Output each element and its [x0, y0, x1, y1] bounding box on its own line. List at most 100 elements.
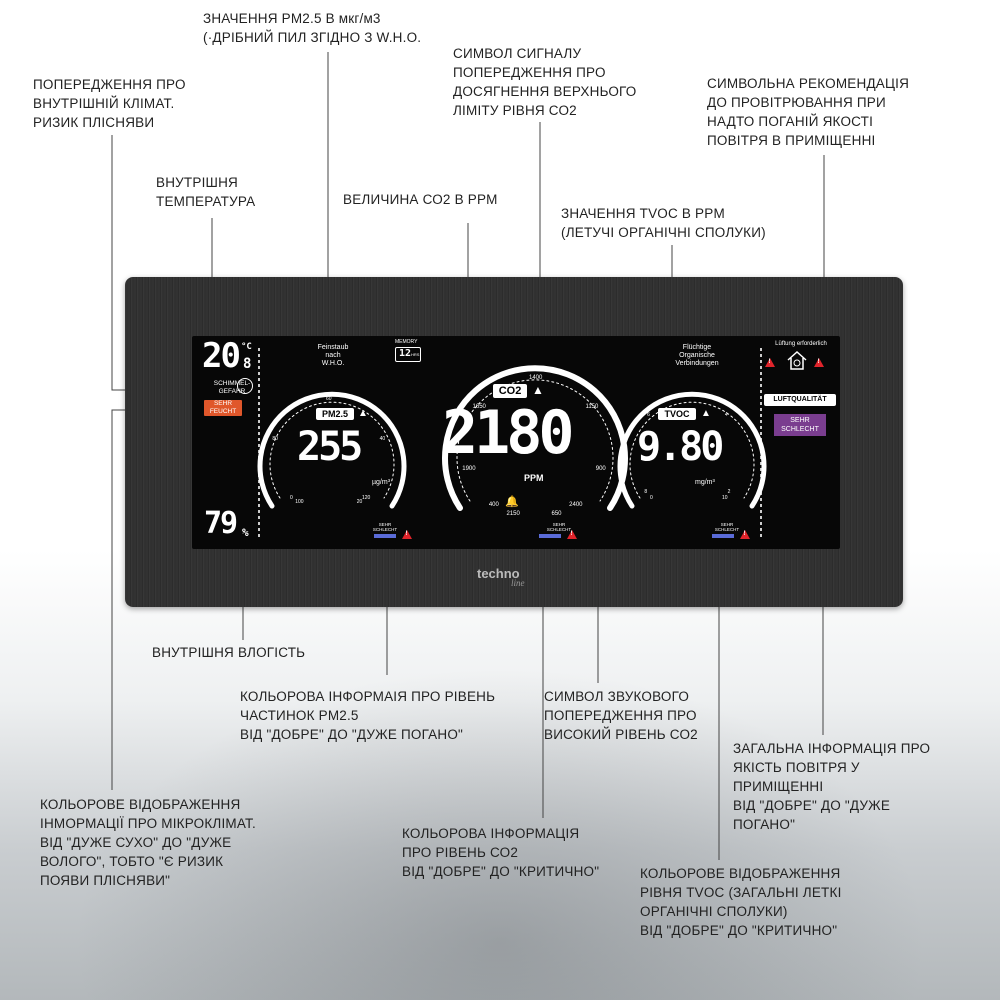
annotation-line: КОЛЬОРОВЕ ВІДОБРАЖЕННЯ: [640, 866, 841, 881]
co2-label: CO2: [493, 384, 527, 398]
humidity-status-badge: SEHR FEUCHT: [204, 400, 242, 416]
memory-value: 12: [399, 348, 412, 359]
dot-segment: [258, 372, 260, 375]
annotation-line: ПРИМІЩЕННІ: [733, 779, 824, 794]
temperature-decimal: 8: [243, 356, 252, 372]
co2-scale-label: 400: [488, 502, 499, 509]
co2-scale-label: 1900: [462, 466, 476, 473]
dot-segment: [760, 360, 762, 363]
dot-segment: [258, 390, 260, 393]
annotation-sound-alarm: СИМВОЛ ЗВУКОВОГО ПОПЕРЕДЖЕННЯ ПРО ВИСОКИ…: [544, 687, 698, 744]
pm25-color-bar: [374, 534, 396, 538]
dot-segment: [760, 348, 762, 351]
annotation-microclimate: КОЛЬОРОВЕ ВІДОБРАЖЕННЯ ІНМОРМАЦІЇ ПРО МІ…: [40, 795, 256, 890]
dot-segment: [760, 462, 762, 465]
ventilation-label: Lüftung erforderlich: [775, 341, 827, 347]
co2-gauge-arc: [442, 365, 628, 511]
dot-segment: [258, 522, 260, 525]
pm25-title-line: Feinstaub: [317, 344, 349, 351]
mold-icon: [237, 378, 253, 394]
annotation-line: ВОЛОГО", ТОБТО "Є РИЗИК: [40, 854, 224, 869]
annotation-line: КОЛЬОРОВА ІНФОРМАЦІЯ: [402, 826, 580, 841]
co2-scale-label: 1400: [529, 375, 543, 381]
dot-segment: [760, 420, 762, 423]
co2-status-bottom: SCHLECHT: [546, 527, 572, 532]
dot-segment: [760, 366, 762, 369]
tvoc-title: Flüchtige Organische Verbindungen: [662, 344, 732, 368]
dot-segment: [258, 384, 260, 387]
annotation-line: ПОПЕРЕДЖЕННЯ ПРО: [544, 708, 697, 723]
humidity-status-top: SEHR: [213, 400, 233, 407]
annotation-tvoc-color: КОЛЬОРОВЕ ВІДОБРАЖЕННЯ РІВНЯ TVOC (ЗАГАЛ…: [640, 864, 842, 940]
annotation-line: ЛІМІТУ РІВНЯ СО2: [453, 103, 577, 118]
tvoc-label: TVOC: [658, 408, 696, 420]
dot-segment: [760, 372, 762, 375]
tvoc-title-line: Verbindungen: [675, 360, 719, 367]
air-quality-status-bottom: SCHLECHT: [781, 426, 819, 433]
air-quality-status-badge: SEHR SCHLECHT: [774, 414, 826, 436]
dot-segment: [760, 402, 762, 405]
air-quality-status-top: SEHR: [790, 417, 810, 424]
pm25-status-top: SEHR: [378, 522, 392, 527]
annotation-line: ОРГАНІЧНІ СПОЛУКИ): [640, 904, 788, 919]
dot-segment: [258, 438, 260, 441]
annotation-line: ПОЯВИ ПЛІСНЯВИ": [40, 873, 171, 888]
annotation-line: СИМВОЛЬНА РЕКОМЕНДАЦІЯ: [707, 76, 910, 91]
co2-status: SEHR SCHLECHT: [544, 522, 574, 532]
tvoc-title-line: Organische: [679, 352, 715, 359]
dot-segment: [258, 492, 260, 495]
tvoc-title-line: Flüchtige: [682, 344, 712, 351]
annotation-line: ЗНАЧЕННЯ PM2.5 В мкг/м3: [203, 11, 381, 26]
pm25-title: Feinstaub nach W.H.O.: [308, 344, 358, 368]
memory-label: MEMORY: [395, 339, 418, 345]
dot-segment: [258, 420, 260, 423]
dot-segment: [760, 354, 762, 357]
co2-scale-label: 900: [595, 466, 606, 473]
annotation-line: ВНУТРІШНІЙ КЛІМАТ.: [33, 96, 175, 111]
pm25-gauge-inner: [269, 401, 395, 499]
dot-segment: [760, 468, 762, 471]
dotted-bars: [257, 348, 767, 537]
pm25-status: SEHR SCHLECHT: [370, 522, 400, 532]
tvoc-status-top: SEHR: [720, 522, 734, 527]
brand-logo-sub: line: [511, 578, 525, 588]
dot-segment: [258, 408, 260, 411]
dot-segment: [760, 408, 762, 411]
annotation-line: ДО ПРОВІТРЮВАННЯ ПРИ: [707, 95, 886, 110]
annotation-line: ПОПЕРЕДЖЕННЯ ПРО: [33, 77, 186, 92]
annotation-co2-limit: СИМВОЛ СИГНАЛУ ПОПЕРЕДЖЕННЯ ПРО ДОСЯГНЕН…: [453, 44, 636, 120]
co2-value: 2180: [442, 398, 574, 468]
annotation-line: СИМВОЛ СИГНАЛУ: [453, 46, 582, 61]
air-quality-monitor: 20 °C 8 SCHIMMEL- GEFAHR SEHR FEUCHT 79 …: [125, 277, 903, 607]
dot-segment: [258, 444, 260, 447]
pm25-scale-label: 60: [326, 396, 332, 402]
co2-scale-label: 650: [551, 511, 562, 518]
pm25-unit: µg/m³: [372, 479, 391, 486]
sound-alarm-icon: 🔔: [505, 496, 519, 508]
house-ventilation-icon: [786, 350, 808, 370]
dot-segment: [258, 432, 260, 435]
annotation-inner-humidity: ВНУТРІШНЯ ВЛОГІСТЬ: [152, 643, 305, 662]
memory-box: 12 HRS: [395, 347, 421, 362]
annotation-line: КОЛЬОРОВА ІНФОРМАІЯ ПРО РІВЕНЬ: [240, 689, 496, 704]
pm25-scale-label: 20: [356, 498, 363, 505]
dot-segment: [258, 396, 260, 399]
dot-segment: [760, 522, 762, 525]
pm25-label: PM2.5: [316, 408, 354, 420]
dot-segment: [258, 414, 260, 417]
pm25-scale-label: 80: [272, 435, 278, 442]
pm25-scale-label: 100: [295, 498, 304, 505]
tvoc-gauge-arc: [617, 391, 767, 509]
annotation-line: ВІД "ДОБРЕ" ДО "ДУЖЕ ПОГАНО": [240, 727, 464, 742]
mold-warning-line: GEFAHR: [218, 388, 246, 395]
annotation-air-quality: ЗАГАЛЬНА ІНФОРМАЦІЯ ПРО ЯКІСТЬ ПОВІТРЯ У…: [733, 739, 930, 834]
annotation-line: ІНМОРМАЦІЇ ПРО МІКРОКЛІМАТ.: [40, 816, 256, 831]
co2-color-bar: [539, 534, 561, 538]
annotation-line: РИЗИК ПЛІСНЯВИ: [33, 115, 155, 130]
annotation-line: ВНУТРІШНЯ: [156, 175, 239, 190]
pm25-scale-label: 0: [290, 494, 293, 501]
annotation-line: ПРО РІВЕНЬ СО2: [402, 845, 519, 860]
annotation-line: ПОПЕРЕДЖЕННЯ ПРО: [453, 65, 606, 80]
annotation-line: (ЛЕТУЧІ ОРГАНІЧНІ СПОЛУКИ): [561, 225, 766, 240]
annotation-line: РІВНЯ TVOC (ЗАГАЛЬНІ ЛЕТКІ: [640, 885, 842, 900]
